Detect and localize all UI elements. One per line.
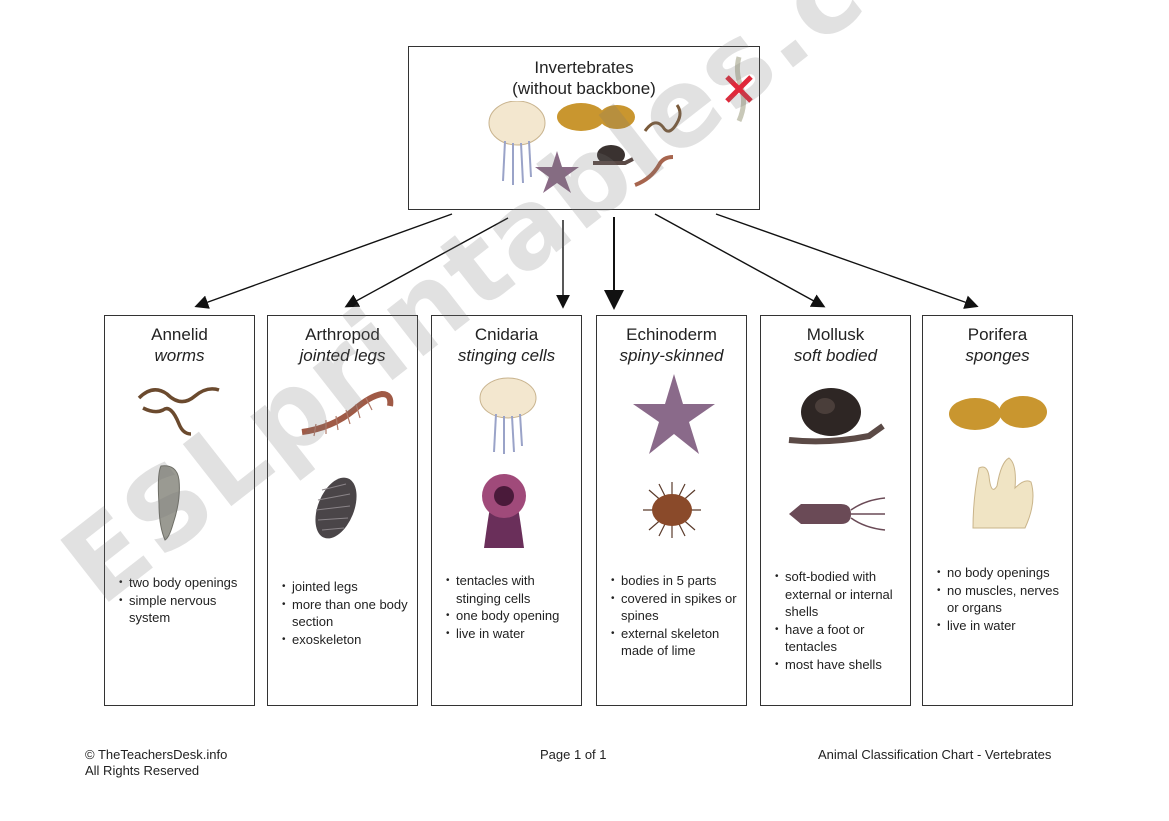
bullet-item: more than one body section	[282, 596, 411, 631]
centipede-image	[296, 374, 396, 444]
bullet-item: live in water	[446, 625, 575, 643]
arthropod-bullets: jointed legs more than one body section …	[282, 578, 411, 648]
category-title: Annelid	[105, 324, 254, 345]
category-echinoderm: Echinoderm spiny-skinned bodies in 5 par…	[596, 315, 747, 706]
category-annelid: Annelid worms two body openings simple n…	[104, 315, 255, 706]
top-title: Invertebrates	[409, 57, 759, 78]
category-subtitle: jointed legs	[268, 345, 417, 366]
sea-urchin-image	[637, 480, 707, 540]
invertebrates-box: Invertebrates (without backbone)	[408, 46, 760, 210]
category-subtitle: spiny-skinned	[597, 345, 746, 366]
worm-image	[133, 374, 225, 438]
rights-text: All Rights Reserved	[85, 763, 227, 779]
bullet-item: two body openings	[119, 574, 248, 592]
bullet-item: no body openings	[937, 564, 1066, 582]
category-title: Arthropod	[268, 324, 417, 345]
category-subtitle: stinging cells	[432, 345, 581, 366]
jellyfish-image	[476, 376, 540, 456]
category-title: Cnidaria	[432, 324, 581, 345]
arrow-porifera	[716, 214, 976, 306]
bullet-item: most have shells	[775, 656, 904, 674]
arrow-arthropod	[347, 218, 508, 306]
footer-page-number: Page 1 of 1	[540, 747, 607, 763]
bullet-item: exoskeleton	[282, 631, 411, 649]
squid-image	[785, 492, 889, 536]
bullet-item: jointed legs	[282, 578, 411, 596]
cnidaria-bullets: tentacles with stinging cells one body o…	[446, 572, 575, 642]
top-subtitle: (without backbone)	[409, 78, 759, 99]
copyright-text: © TheTeachersDesk.info	[85, 747, 227, 763]
footer-document-title: Animal Classification Chart - Vertebrate…	[818, 747, 1051, 763]
tube-sponge-image	[963, 452, 1039, 532]
category-title: Porifera	[923, 324, 1072, 345]
category-title: Mollusk	[761, 324, 910, 345]
echinoderm-bullets: bodies in 5 parts covered in spikes or s…	[611, 572, 740, 660]
bullet-item: one body opening	[446, 607, 575, 625]
bullet-item: covered in spikes or spines	[611, 590, 740, 625]
category-arthropod: Arthropod jointed legs jointed legs more…	[267, 315, 418, 706]
arrow-mollusk	[655, 214, 823, 306]
bullet-item: soft-bodied with external or internal sh…	[775, 568, 904, 621]
bullet-item: tentacles with stinging cells	[446, 572, 575, 607]
starfish-image	[631, 372, 717, 456]
annelid-bullets: two body openings simple nervous system	[119, 574, 248, 627]
category-subtitle: worms	[105, 345, 254, 366]
footer-copyright: © TheTeachersDesk.info All Rights Reserv…	[85, 747, 227, 779]
category-subtitle: soft bodied	[761, 345, 910, 366]
leech-image	[149, 462, 189, 544]
bullet-item: no muscles, nerves or organs	[937, 582, 1066, 617]
bullet-item: external skeleton made of lime	[611, 625, 740, 660]
sea-anemone-image	[474, 472, 534, 552]
bullet-item: simple nervous system	[119, 592, 248, 627]
bullet-item: live in water	[937, 617, 1066, 635]
bullet-item: have a foot or tentacles	[775, 621, 904, 656]
snail-image	[785, 382, 889, 448]
pill-bug-image	[302, 466, 372, 546]
category-mollusk: Mollusk soft bodied soft-bodied with ext…	[760, 315, 911, 706]
category-cnidaria: Cnidaria stinging cells tentacles with s…	[431, 315, 582, 706]
arrow-annelid	[197, 214, 452, 306]
sponges-image	[947, 392, 1051, 436]
no-backbone-icon	[723, 55, 757, 125]
mollusk-bullets: soft-bodied with external or internal sh…	[775, 568, 904, 673]
category-subtitle: sponges	[923, 345, 1072, 366]
category-porifera: Porifera sponges no body openings no mus…	[922, 315, 1073, 706]
bullet-item: bodies in 5 parts	[611, 572, 740, 590]
category-title: Echinoderm	[597, 324, 746, 345]
invertebrate-collage-image	[485, 101, 755, 205]
porifera-bullets: no body openings no muscles, nerves or o…	[937, 564, 1066, 634]
